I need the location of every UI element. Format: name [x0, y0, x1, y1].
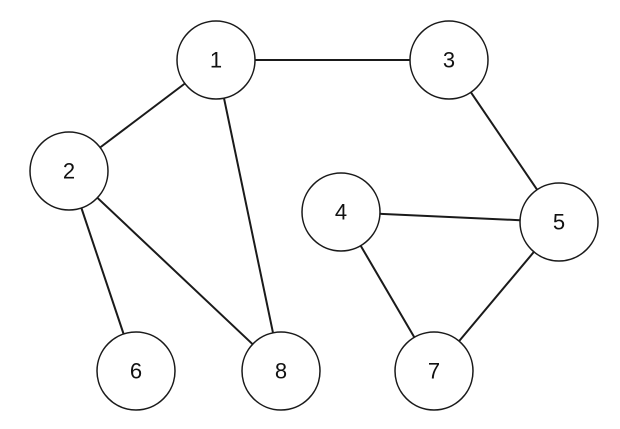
node-label: 5 [553, 210, 565, 235]
edge-1-8 [223, 97, 274, 334]
node-3: 3 [409, 20, 489, 100]
node-circle [394, 331, 474, 411]
node-label: 8 [275, 359, 287, 384]
node-5: 5 [519, 182, 599, 262]
edge-5-7 [458, 251, 535, 342]
node-label: 2 [63, 159, 75, 184]
node-circle [241, 331, 321, 411]
node-6: 6 [96, 331, 176, 411]
node-circle [301, 172, 381, 252]
node-1: 1 [176, 20, 256, 100]
node-2: 2 [29, 131, 109, 211]
node-4: 4 [301, 172, 381, 252]
node-circle [176, 20, 256, 100]
node-7: 7 [394, 331, 474, 411]
node-label: 7 [428, 359, 440, 384]
edge-4-5 [379, 212, 521, 222]
node-label: 4 [335, 200, 347, 225]
node-label: 1 [210, 48, 222, 73]
edge-4-7 [359, 245, 416, 338]
node-circle [519, 182, 599, 262]
edge-2-8 [96, 197, 254, 345]
node-8: 8 [241, 331, 321, 411]
node-label: 6 [130, 359, 142, 384]
edge-1-2 [99, 82, 186, 149]
node-circle [409, 20, 489, 100]
edge-3-5 [470, 91, 538, 191]
node-circle [29, 131, 109, 211]
node-label: 3 [443, 48, 455, 73]
edges-layer [80, 59, 538, 345]
edge-2-6 [80, 207, 125, 335]
nodes-layer: 1 2 3 4 5 6 7 8 [29, 20, 599, 411]
node-circle [96, 331, 176, 411]
